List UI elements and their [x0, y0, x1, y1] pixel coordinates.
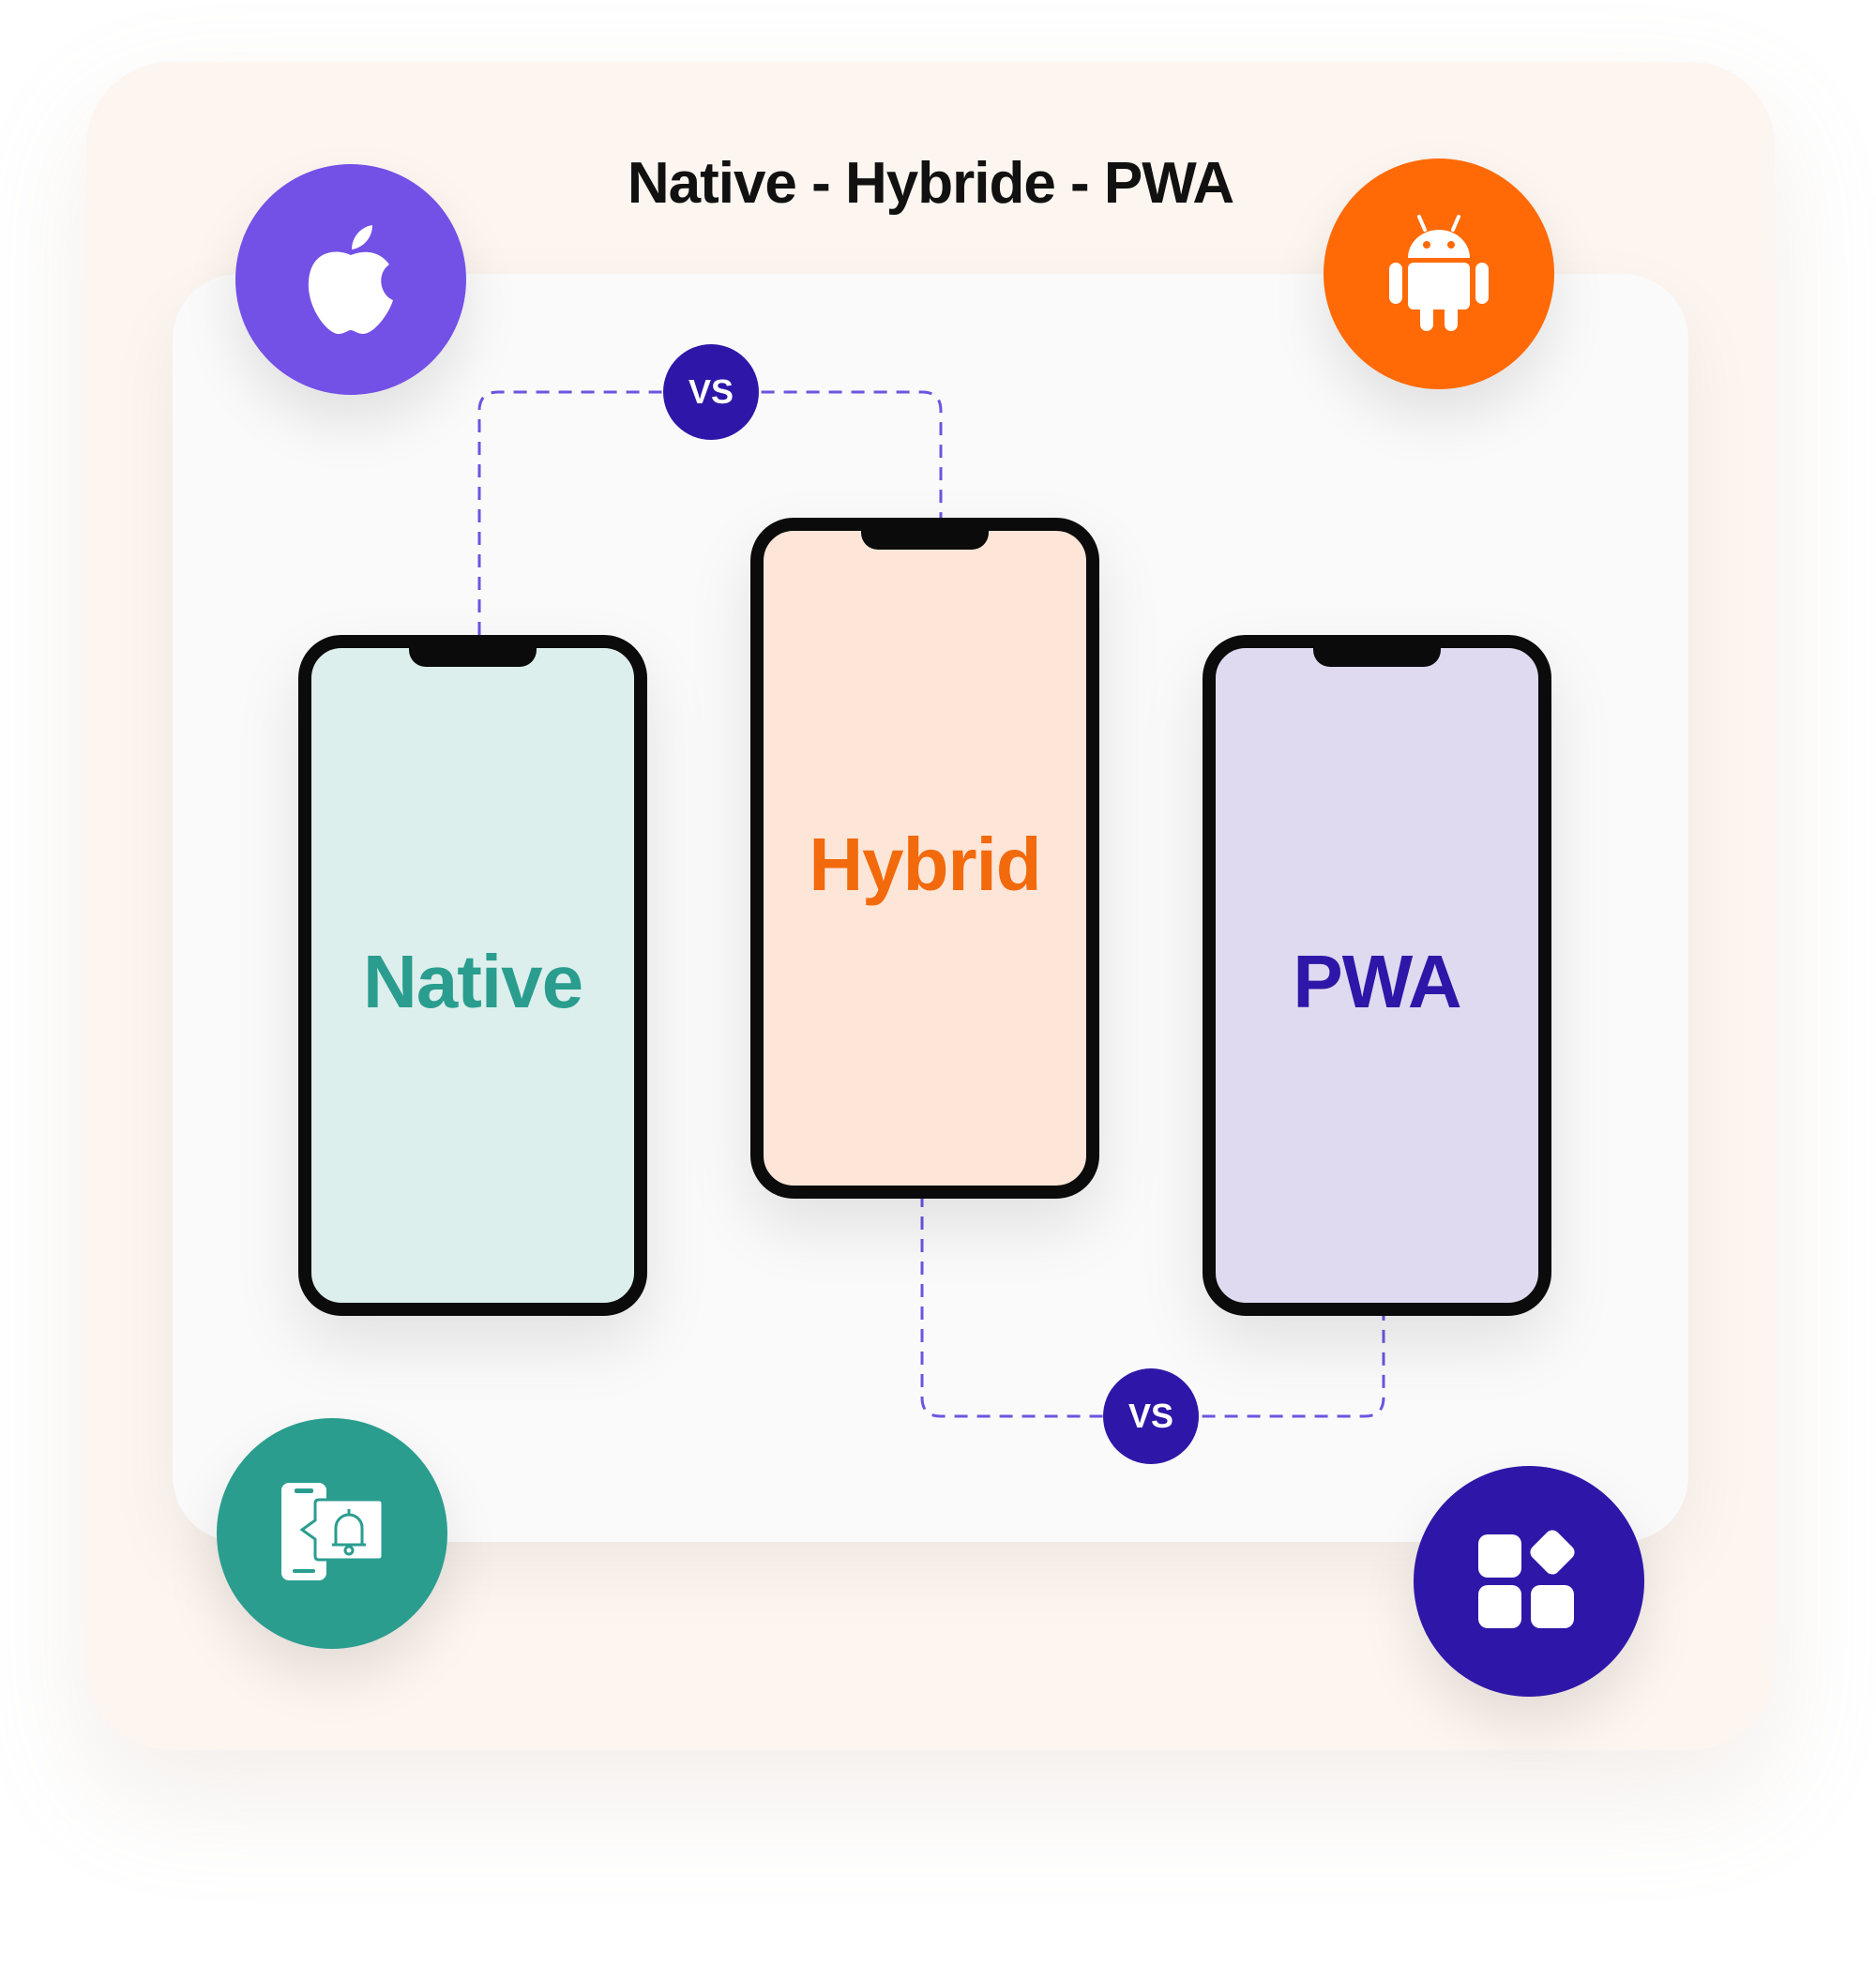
android-icon: [1389, 215, 1489, 331]
apple-icon-circle: [235, 164, 466, 395]
phone-notch: [1313, 646, 1441, 667]
android-icon-circle: [1324, 159, 1554, 389]
connector-native-hybrid: [477, 390, 943, 635]
phone-label-native: Native: [362, 940, 583, 1023]
page-title: Native - Hybride - PWA: [627, 151, 1234, 216]
phone-label-hybrid: Hybrid: [809, 823, 1041, 906]
apple-icon: [308, 225, 393, 334]
phone-native: Native: [298, 635, 647, 1316]
phone-notch: [409, 646, 537, 667]
widgets-icon-circle: [1414, 1466, 1644, 1697]
app-notification-icon-circle: [217, 1418, 447, 1649]
phone-notch: [861, 529, 989, 550]
phone-hybrid: Hybrid: [750, 518, 1099, 1199]
connector-hybrid-pwa: [920, 1194, 1385, 1418]
phone-pwa: PWA: [1203, 635, 1551, 1316]
vs-badge-top: VS: [663, 344, 759, 440]
app-notification-icon: [281, 1483, 385, 1580]
phone-label-pwa: PWA: [1293, 940, 1461, 1023]
vs-badge-bottom: VS: [1103, 1368, 1199, 1464]
widgets-icon: [1478, 1530, 1575, 1628]
